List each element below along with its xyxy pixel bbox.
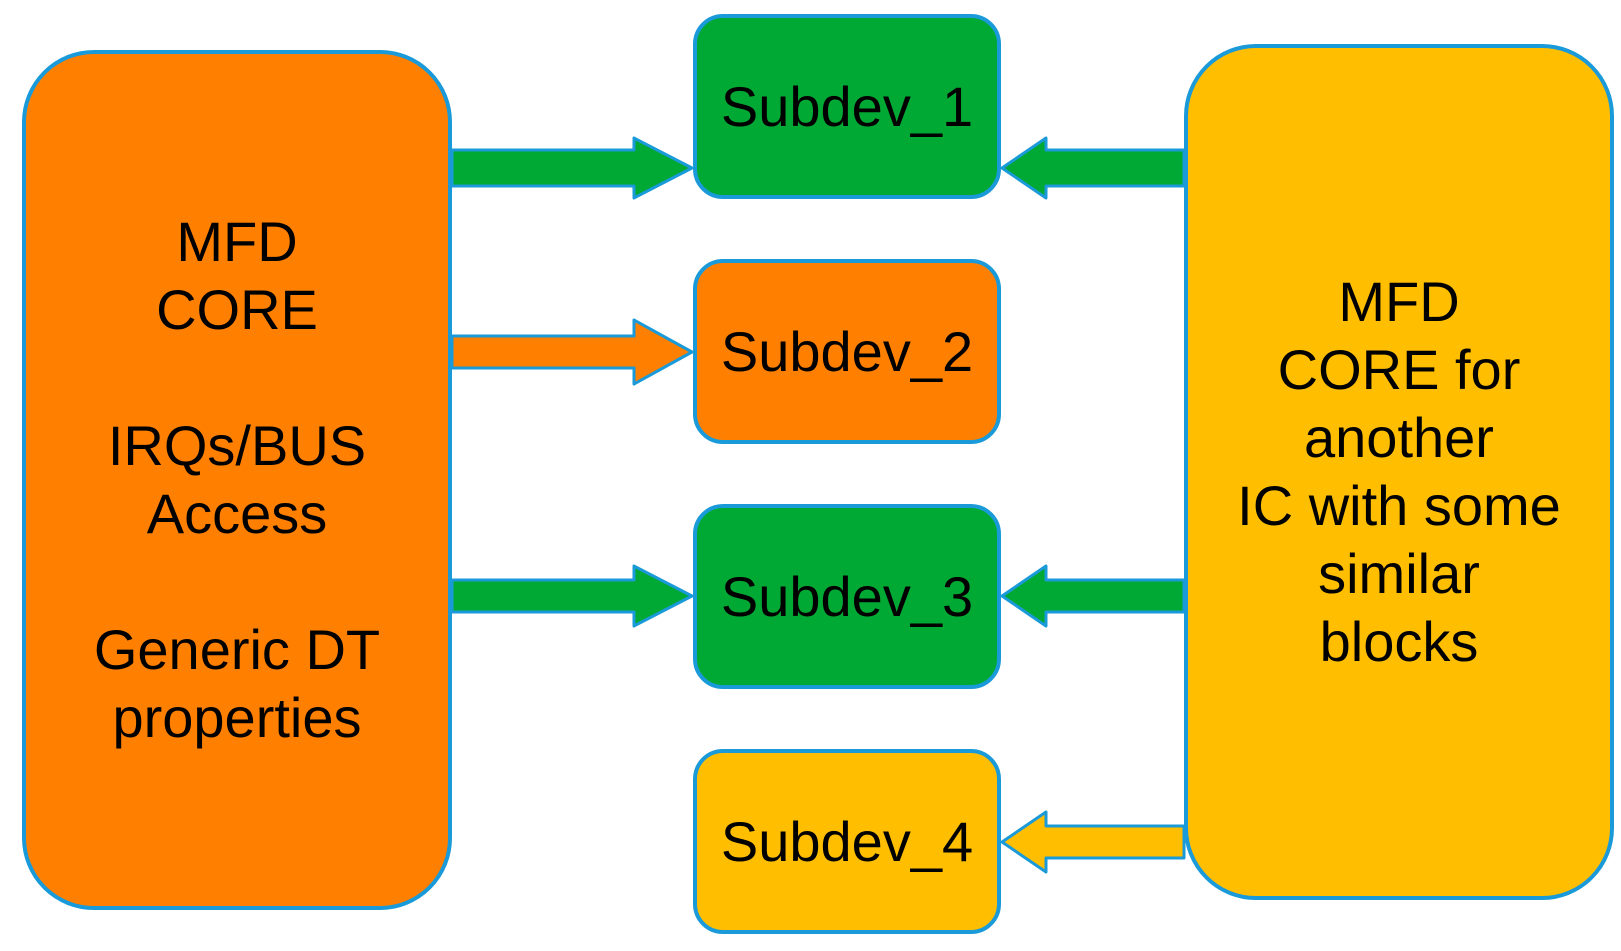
mfd-core-line-2: CORE [156,278,318,341]
mfd-core-line-5: Generic DT [93,618,381,681]
subdev-1-label: Subdev_1 [720,75,974,138]
arrow-core-to-subdev-3 [450,564,694,628]
subdev-4-label: Subdev_4 [720,810,974,873]
other-core-line-4: IC with some [1237,474,1561,537]
arrow-right-core-to-subdev-4 [1000,810,1186,874]
subdev-2-block: Subdev_2 [693,259,1001,444]
mfd-core-line-6: properties [112,686,362,749]
other-ic-core-block: MFD CORE for another IC with some simila… [1184,44,1614,900]
arrow-right-core-to-subdev-3 [1000,564,1186,628]
arrow-core-to-subdev-1 [450,136,694,200]
mfd-core-line-4: Access [146,482,328,545]
other-core-line-2: CORE for [1277,338,1521,401]
arrow-core-to-subdev-2 [450,318,694,386]
subdev-1-block: Subdev_1 [693,14,1001,199]
arrow-right-core-to-subdev-1 [1000,136,1186,200]
mfd-core-block: MFD CORE IRQs/BUS Access Generic DT prop… [22,50,452,910]
subdev-4-block: Subdev_4 [693,749,1001,934]
other-core-line-5: similar [1318,542,1480,605]
other-core-line-3: another [1304,406,1494,469]
other-core-line-1: MFD [1338,270,1460,333]
other-core-line-6: blocks [1319,610,1479,673]
mfd-core-line-3: IRQs/BUS [107,414,367,477]
subdev-2-label: Subdev_2 [720,320,974,383]
subdev-3-label: Subdev_3 [720,565,974,628]
mfd-core-line-1: MFD [176,210,298,273]
subdev-3-block: Subdev_3 [693,504,1001,689]
